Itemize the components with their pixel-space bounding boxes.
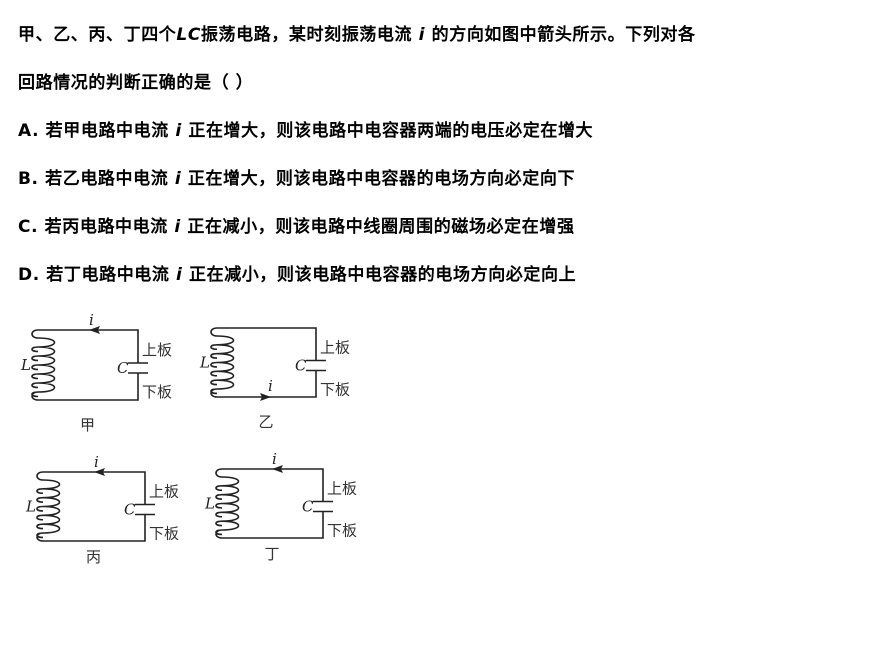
stem-text: 甲、乙、丙、丁四个 [18,25,177,45]
inductor-label: L [199,354,210,372]
option-text: 正在增大，则该电路中电容器的电场方向必定向下 [187,169,576,189]
lower-plate-label: 下板 [327,522,357,540]
stem-i: i [418,25,426,45]
wire [38,329,139,363]
inductor-coil [210,327,235,398]
lower-plate-label: 下板 [149,525,179,543]
wire [222,468,324,502]
current-arrow [89,326,100,334]
option-text: D. 若丁电路中电流 [18,265,170,285]
option-text: 正在减小，则该电路中电容器的电场方向必定向上 [189,265,577,285]
option-text: C. 若丙电路中电流 [18,217,168,237]
option-text: A. 若甲电路中电流 [18,121,169,141]
current-arrow [94,468,105,476]
current-arrow [260,393,271,401]
inductor-coil [31,329,56,401]
circuit-name: 丙 [86,548,101,566]
option-i: i [176,265,183,285]
inductor-coil [215,468,240,539]
wire [43,514,146,542]
stem-text: 振荡电路，某时刻振荡电流 [200,25,413,45]
inductor-label: L [204,495,215,513]
wire [43,471,146,505]
current-label: i [89,311,94,329]
capacitor-label: C [124,501,136,519]
wire [222,511,324,539]
capacitor-label: C [295,357,307,375]
upper-plate-label: 上板 [142,341,172,359]
circuit-name: 甲 [80,416,95,434]
circuit-name: 乙 [259,413,274,431]
question-stem-line1: 甲、乙、丙、丁四个LC振荡电路，某时刻振荡电流 i 的方向如图中箭头所示。下列对… [18,20,696,45]
inductor-label: L [25,498,36,516]
option-a[interactable]: A. 若甲电路中电流 i 正在增大，则该电路中电容器两端的电压必定在增大 [18,116,593,141]
current-label: i [272,450,277,468]
option-text: B. 若乙电路中电流 [18,169,169,189]
inductor-coil [36,471,61,542]
wire [38,373,139,401]
lower-plate-label: 下板 [320,381,350,399]
lower-plate-label: 下板 [142,383,172,401]
option-b[interactable]: B. 若乙电路中电流 i 正在增大，则该电路中电容器的电场方向必定向下 [18,164,575,189]
upper-plate-label: 上板 [149,483,179,501]
option-i: i [175,121,182,141]
stem-text: 的方向如图中箭头所示。下列对各 [431,25,696,45]
current-arrow [272,465,283,473]
option-i: i [174,169,182,189]
option-d[interactable]: D. 若丁电路中电流 i 正在减小，则该电路中电容器的电场方向必定向上 [18,260,576,285]
capacitor-label: C [117,359,129,377]
upper-plate-label: 上板 [320,339,350,357]
wire [217,370,317,398]
option-i: i [174,217,181,237]
inductor-label: L [20,356,31,374]
capacitor-label: C [302,498,314,516]
upper-plate-label: 上板 [327,480,357,498]
option-c[interactable]: C. 若丙电路中电流 i 正在减小，则该电路中线圈周围的磁场必定在增强 [18,212,575,237]
stem-lc: LC [176,25,201,45]
circuit-name: 丁 [265,545,280,563]
wire [217,327,317,361]
option-text: 正在减小，则该电路中线圈周围的磁场必定在增强 [187,217,575,237]
option-text: 正在增大，则该电路中电容器两端的电压必定在增大 [188,121,594,141]
current-label: i [94,453,99,471]
question-stem-line2: 回路情况的判断正确的是（ ） [18,73,254,93]
current-label: i [268,377,273,395]
